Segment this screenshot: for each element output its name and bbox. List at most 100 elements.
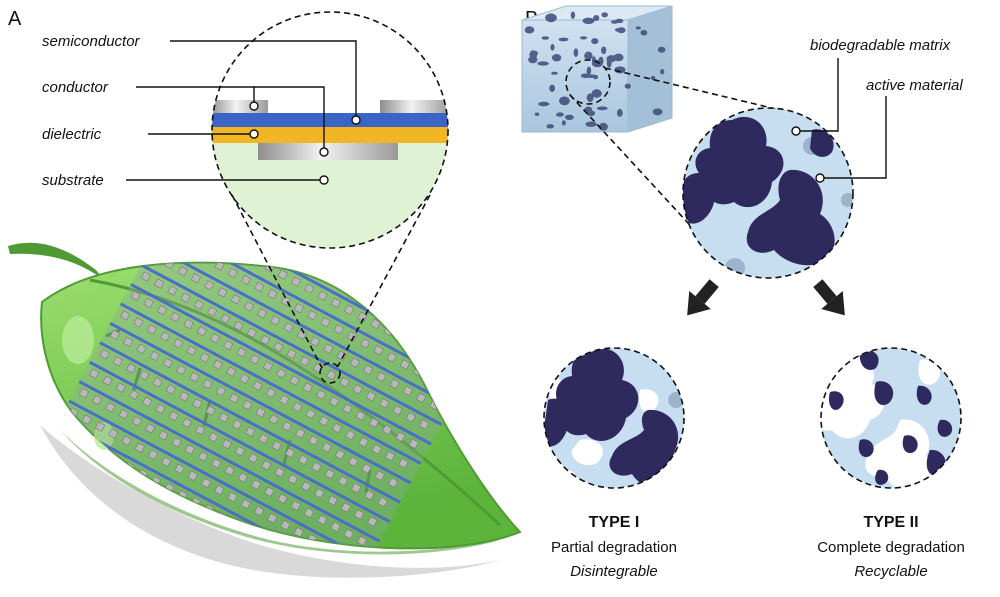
mesh-cell: [330, 521, 341, 533]
mesh-cell: [323, 343, 334, 354]
zoom-line-a-right: [337, 194, 431, 367]
mesh-cell: [242, 400, 253, 411]
mesh-cell: [308, 435, 319, 446]
mesh-cell: [81, 414, 92, 425]
mesh-cell: [161, 456, 172, 467]
mesh-cell: [225, 242, 234, 251]
type1-title: TYPE I: [589, 514, 640, 531]
leaf-zoom-spot: [319, 362, 341, 384]
mesh-cell: [171, 437, 182, 448]
cube-particle: [549, 84, 555, 93]
mesh-cell: [277, 493, 288, 504]
mesh-cell: [423, 346, 434, 358]
mesh-cell: [311, 461, 322, 473]
mesh-cell: [221, 438, 232, 450]
cube-particle: [593, 15, 600, 21]
mesh-cell: [249, 354, 260, 365]
mesh-cell: [379, 398, 390, 409]
mesh-cell: [293, 302, 305, 314]
mesh-cell: [173, 338, 184, 349]
mesh-cell: [94, 421, 106, 432]
mesh-cell: [154, 278, 165, 289]
cube-particle: [585, 74, 597, 78]
mesh-cell: [142, 396, 153, 407]
mesh-cell: [396, 332, 408, 344]
mesh-cell: [303, 507, 315, 518]
mesh-cell: [399, 359, 411, 370]
mesh-cell: [365, 391, 377, 402]
mesh-cell: [270, 315, 281, 326]
mesh-cell: [337, 475, 349, 487]
mesh-cell: [253, 505, 265, 517]
mesh-cell: [340, 502, 352, 513]
mesh-cell: [136, 343, 147, 355]
cube-particle: [616, 108, 623, 117]
mesh-cell: [212, 359, 224, 370]
cube-particle: [524, 26, 535, 34]
mesh-cell: [317, 290, 328, 301]
mesh-line: [130, 283, 432, 446]
mesh-cell: [180, 292, 191, 303]
mesh-cell: [167, 285, 178, 296]
mesh-cell: [58, 426, 69, 438]
cube-particle: [559, 96, 570, 106]
mesh-cell: [177, 266, 188, 277]
cube-particle: [652, 108, 663, 116]
mesh-cell: [128, 389, 140, 400]
mesh-cell: [139, 370, 150, 381]
type2-line2: Recyclable: [854, 563, 927, 580]
mesh-line: [161, 262, 463, 388]
mesh-cell: [410, 339, 421, 351]
mesh-cell: [84, 440, 95, 452]
mesh-cell: [356, 535, 368, 547]
zoom-line-b-left: [569, 94, 701, 237]
mesh-cell: [352, 384, 363, 395]
mesh-cell: [199, 228, 208, 237]
mesh-cell: [115, 382, 126, 393]
mesh-cell: [376, 371, 387, 382]
mesh-cell: [236, 347, 247, 358]
mesh-line: [68, 399, 370, 549]
mesh-cell: [231, 419, 243, 430]
composite-leaders: [791, 58, 887, 183]
mesh-cell: [233, 320, 244, 331]
mesh-cell: [346, 331, 358, 342]
cube-particle: [635, 26, 641, 30]
mesh-cell: [262, 361, 274, 372]
mesh-line: [119, 302, 422, 465]
cube-particle: [534, 112, 540, 116]
cube-particle: [582, 17, 595, 24]
type1-line1: Partial degradation: [551, 539, 677, 556]
mesh-cell: [89, 368, 100, 379]
mesh-cell: [228, 393, 240, 404]
mesh-cell: [333, 324, 344, 335]
mesh-cell: [187, 470, 198, 482]
mesh-cell: [317, 514, 328, 525]
mesh-cell: [92, 394, 103, 406]
mesh-cell: [358, 436, 369, 448]
mesh-cell: [159, 331, 171, 342]
type2-circle: [820, 347, 962, 489]
mesh-cell: [178, 391, 190, 402]
mesh-cell: [364, 489, 375, 501]
panel-a-letter: A: [8, 8, 22, 30]
mesh-cell: [362, 364, 374, 375]
mesh-cell: [321, 442, 332, 453]
mesh-cell: [277, 269, 288, 280]
mesh-cell: [105, 402, 116, 413]
mesh-cell: [251, 262, 262, 266]
mesh-cell: [162, 357, 174, 369]
cube-particle: [657, 46, 666, 53]
mesh-cell: [193, 299, 205, 310]
type1-circle: [543, 347, 685, 489]
type1-line2: Disintegrable: [570, 563, 658, 580]
mesh-cell: [212, 235, 221, 244]
mesh-cell: [289, 375, 300, 386]
cube-particle: [551, 54, 562, 62]
cube-particle: [561, 120, 566, 126]
mesh-cell: [190, 273, 202, 284]
mesh-cell: [279, 394, 290, 406]
mesh-cell: [357, 311, 368, 322]
cube-particle: [591, 59, 603, 68]
mesh-cell: [108, 428, 119, 439]
